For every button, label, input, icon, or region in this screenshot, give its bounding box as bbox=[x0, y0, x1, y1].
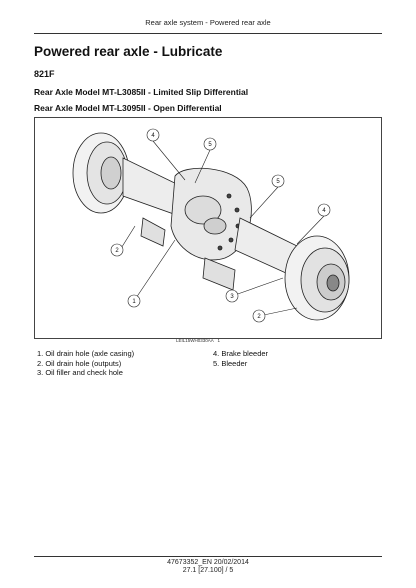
callout-2-right-label: 2 bbox=[257, 314, 261, 320]
callout-2-left: 2 bbox=[110, 243, 124, 257]
document-code: 47673352_EN 20/02/2014 bbox=[167, 559, 249, 566]
page-title: Powered rear axle - Lubricate bbox=[34, 44, 223, 59]
legend-item: 3. Oil filler and check hole bbox=[37, 368, 123, 377]
legend-item: 5. Bleeder bbox=[213, 358, 248, 368]
callout-4-right-label: 4 bbox=[322, 208, 326, 214]
graphic-number: 1 bbox=[217, 338, 221, 343]
subheading-open-differential: Rear Axle Model MT-L3095II - Open Differ… bbox=[34, 103, 222, 113]
callout-3: 3 bbox=[225, 289, 239, 303]
callout-4-upper: 4 bbox=[146, 128, 160, 142]
axle-figure: 4 5 5 4 2 1 3 bbox=[34, 117, 382, 339]
callout-1-label: 1 bbox=[132, 299, 136, 305]
graphic-id: LEIL15WH0330AA bbox=[176, 338, 214, 343]
page-reference: 27.1 [27.100] / 5 bbox=[182, 567, 234, 574]
model-code: 821F bbox=[34, 69, 55, 79]
callout-4-right: 4 bbox=[317, 203, 331, 217]
callout-2-left-label: 2 bbox=[115, 248, 119, 254]
callout-5-upper-label: 5 bbox=[208, 142, 212, 148]
callout-5-upper: 5 bbox=[203, 137, 217, 151]
callout-5-right: 5 bbox=[271, 174, 285, 188]
legend-item: 2. Oil drain hole (outputs) bbox=[37, 358, 122, 368]
rear-axle-illustration: 4 5 5 4 2 1 3 bbox=[72, 128, 350, 323]
subheading-limited-slip: Rear Axle Model MT-L3085II - Limited Sli… bbox=[34, 87, 249, 97]
legend-column-left: 1. Oil drain hole (axle casing) 2. Oil d… bbox=[37, 349, 134, 378]
header-rule bbox=[34, 33, 382, 34]
footer-rule bbox=[34, 556, 382, 557]
callout-3-label: 3 bbox=[230, 294, 234, 300]
graphic-caption: LEIL15WH0330AA 1 bbox=[176, 338, 220, 343]
running-header: Rear axle system - Powered rear axle bbox=[145, 18, 271, 27]
legend-item: 1. Oil drain hole (axle casing) bbox=[37, 349, 135, 358]
callout-2-right: 2 bbox=[252, 309, 266, 323]
callout-4-upper-label: 4 bbox=[151, 133, 155, 139]
legend-item: 4. Brake bleeder bbox=[213, 349, 269, 358]
legend-column-right: 4. Brake bleeder 5. Bleeder bbox=[213, 349, 268, 368]
callout-1: 1 bbox=[127, 294, 141, 308]
callout-5-right-label: 5 bbox=[276, 179, 280, 185]
